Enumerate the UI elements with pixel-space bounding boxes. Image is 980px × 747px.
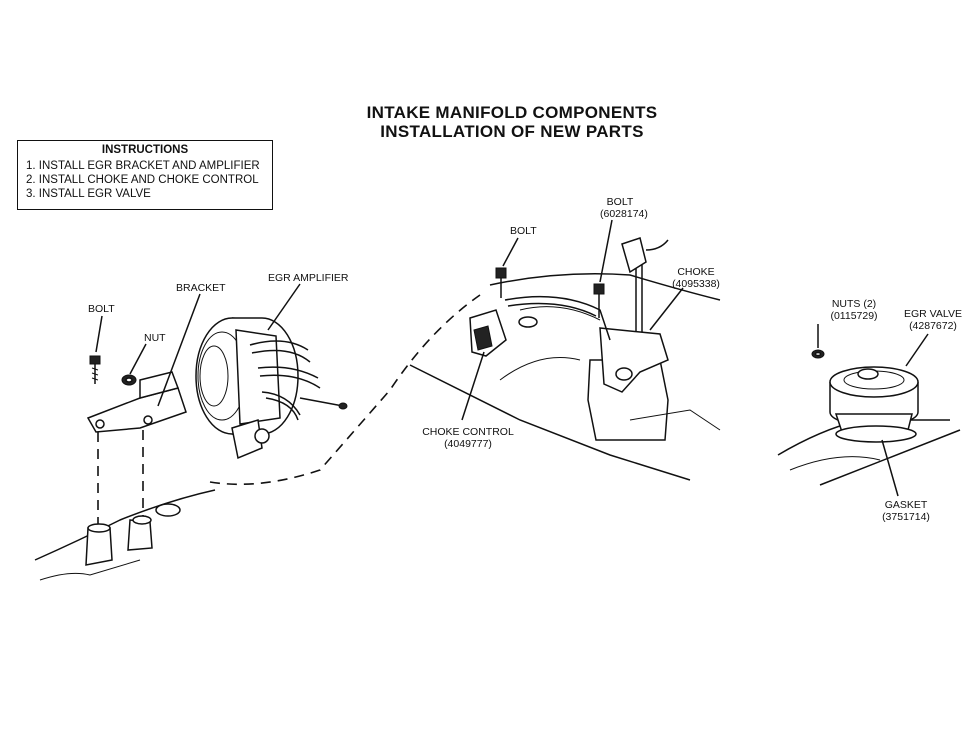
instructions-heading: INSTRUCTIONS: [101, 144, 189, 156]
label-choke-control-name: CHOKE CONTROL: [422, 426, 514, 438]
choke-part: [599, 237, 669, 393]
egr-valve-part: [829, 366, 919, 433]
egr-bracket: [86, 371, 187, 433]
nut-part: [121, 374, 137, 386]
label-choke-control: CHOKE CONTROL (4049777): [418, 426, 518, 450]
label-choke-part: (4095338): [672, 278, 720, 290]
bolt-top-part: [593, 283, 605, 318]
label-nuts: NUTS (2) (0115729): [826, 298, 882, 322]
instruction-step-1: 1. INSTALL EGR BRACKET AND AMPLIFIER: [26, 160, 260, 172]
choke-control-part: [469, 295, 611, 357]
label-nuts-name: NUTS (2): [831, 298, 877, 310]
bolt-center-part: [495, 267, 507, 298]
instructions-box: INSTRUCTIONS 1. INSTALL EGR BRACKET AND …: [17, 140, 273, 210]
label-nuts-part: (0115729): [830, 310, 878, 322]
label-bolt-top: BOLT (6028174): [600, 196, 648, 220]
label-egr-valve-name: EGR VALVE: [904, 308, 962, 320]
instruction-step-2: 2. INSTALL CHOKE AND CHOKE CONTROL: [26, 174, 259, 186]
manifold-left: [34, 489, 216, 581]
label-egr-amplifier: EGR AMPLIFIER: [268, 272, 349, 284]
label-choke-control-part: (4049777): [444, 438, 492, 450]
label-gasket-name: GASKET: [884, 499, 928, 511]
label-choke-name: CHOKE: [677, 266, 715, 278]
label-bolt-left: BOLT: [88, 303, 115, 315]
label-egr-valve: EGR VALVE (4287672): [900, 308, 966, 332]
nuts-part: [811, 349, 825, 359]
label-choke: CHOKE (4095338): [668, 266, 724, 290]
label-egr-valve-part: (4287672): [909, 320, 957, 332]
egr-amplifier-assembly: [195, 317, 348, 460]
label-bolt-top-name: BOLT: [606, 196, 634, 208]
bolt-left-part: [89, 355, 101, 384]
label-bolt-center: BOLT: [510, 225, 537, 237]
instruction-step-3: 3. INSTALL EGR VALVE: [26, 188, 151, 200]
label-bracket: BRACKET: [176, 282, 226, 294]
diagram-title-line2: INSTALLATION OF NEW PARTS: [380, 122, 644, 141]
label-bolt-top-part: (6028174): [600, 208, 648, 220]
leader-lines: [95, 219, 929, 497]
diagram-title-line1: INTAKE MANIFOLD COMPONENTS: [366, 103, 658, 122]
label-nut: NUT: [144, 332, 166, 344]
gasket-part: [835, 425, 917, 443]
label-gasket: GASKET (3751714): [876, 499, 936, 523]
label-gasket-part: (3751714): [882, 511, 930, 523]
